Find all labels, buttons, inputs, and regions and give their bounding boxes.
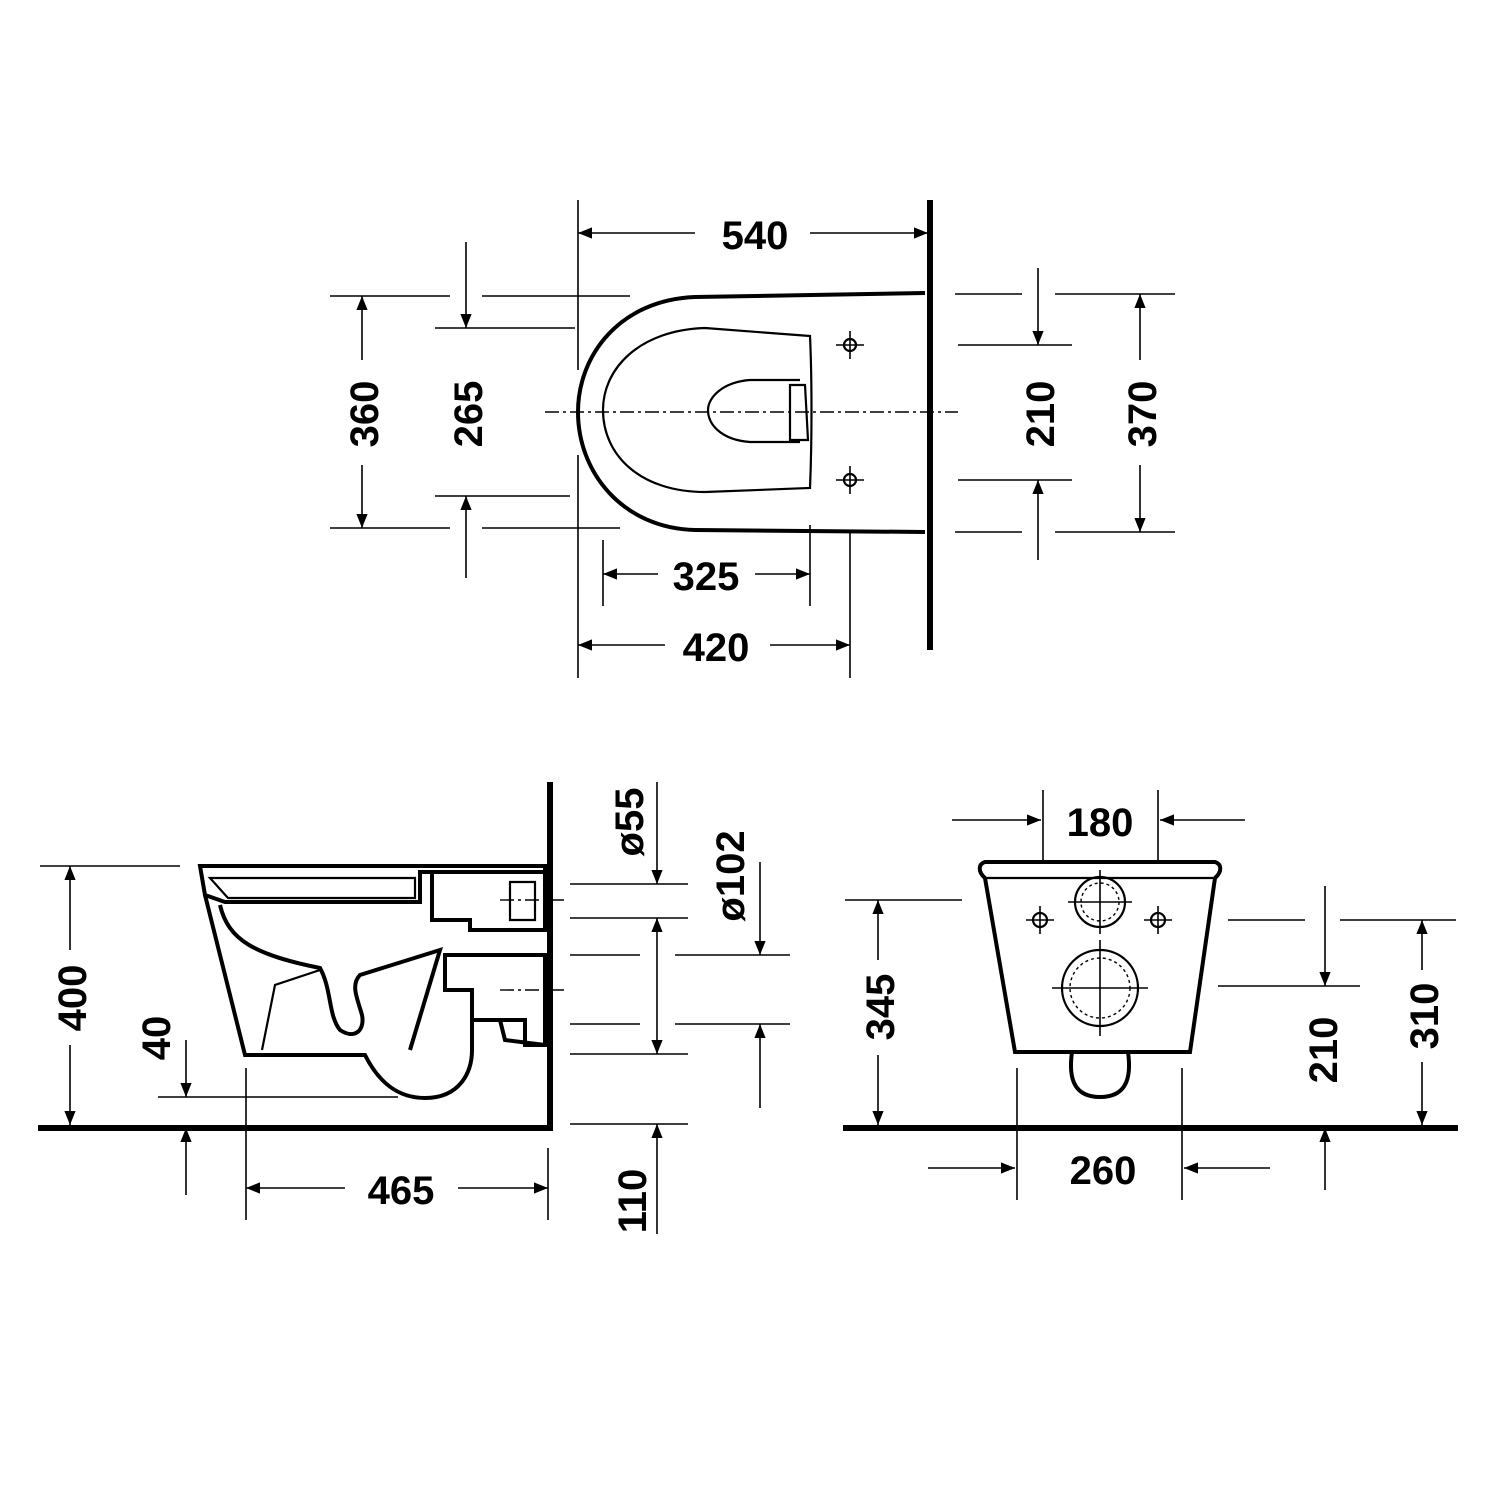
dim-label-465: 465 [368,1169,435,1213]
seat-outline [601,326,813,494]
dimension-210-rear: 210 [1302,886,1346,1190]
trap-inner-profile [218,904,443,1051]
dimension-265: 265 [447,242,491,578]
bowl-opening [706,378,800,444]
dimension-o55: ø55 [608,782,663,884]
dim-label-265: 265 [447,381,491,448]
dim-label-400: 400 [51,965,95,1032]
dim-label-40: 40 [135,1016,179,1061]
outlet-block [443,953,547,1047]
dimension-210-top: 210 [1019,268,1063,560]
dimension-345: 345 [859,900,903,1125]
top-view: 540 325 420 360 265 210 [330,200,1175,678]
dim-label-325: 325 [673,555,740,599]
hinge-block [788,383,810,442]
dimension-540: 540 [578,214,928,258]
trap-rim-profile [260,968,321,1051]
dim-label-o55: ø55 [608,788,652,857]
side-extension-lines [40,865,790,1220]
dimension-260: 260 [928,1149,1270,1193]
dimension-180: 180 [952,801,1245,845]
dim-label-260: 260 [1070,1149,1137,1193]
rear-extension-lines [845,790,1456,1200]
dimension-420: 420 [578,626,850,670]
rear-inlet-upper [1068,870,1132,934]
fixing-hole-lower [836,466,864,494]
dimension-400: 400 [51,866,95,1125]
rear-view: 180 260 345 210 310 [843,790,1458,1200]
dimension-325: 325 [603,555,810,599]
dim-label-540: 540 [722,214,789,258]
dimension-o102: ø102 [709,830,766,1108]
lid-profile [207,876,417,900]
dim-label-345: 345 [859,974,903,1041]
dimension-360: 360 [343,296,387,528]
dim-label-370: 370 [1121,381,1165,448]
inlet-socket [508,880,537,922]
rear-outlet [1069,1051,1131,1100]
dim-label-360: 360 [343,381,387,448]
bowl-outer-profile [203,894,546,1101]
fixing-hole-upper [836,331,864,359]
dimension-465: 465 [246,1169,548,1213]
rear-fixing-left [1026,906,1054,934]
dim-label-210-top: 210 [1019,381,1063,448]
dim-label-180: 180 [1067,801,1134,845]
dim-label-210-rear: 210 [1302,1017,1346,1084]
inlet-block [430,870,547,932]
dimension-40: 40 [135,1016,192,1195]
dimension-310: 310 [1403,920,1447,1125]
dim-label-310: 310 [1403,983,1447,1050]
rear-inlet-lower [1052,940,1148,1036]
seat-profile [197,864,547,904]
dimension-370: 370 [1121,294,1165,532]
dim-label-420: 420 [683,626,750,670]
dim-label-o102: ø102 [709,830,753,921]
side-view: 400 40 465 ø55 ø102 110 [38,782,790,1234]
rear-fixing-right [1144,906,1172,934]
dimension-110: 110 [611,918,663,1234]
dim-label-110: 110 [611,1169,655,1234]
rear-body-outline [977,860,1223,1054]
